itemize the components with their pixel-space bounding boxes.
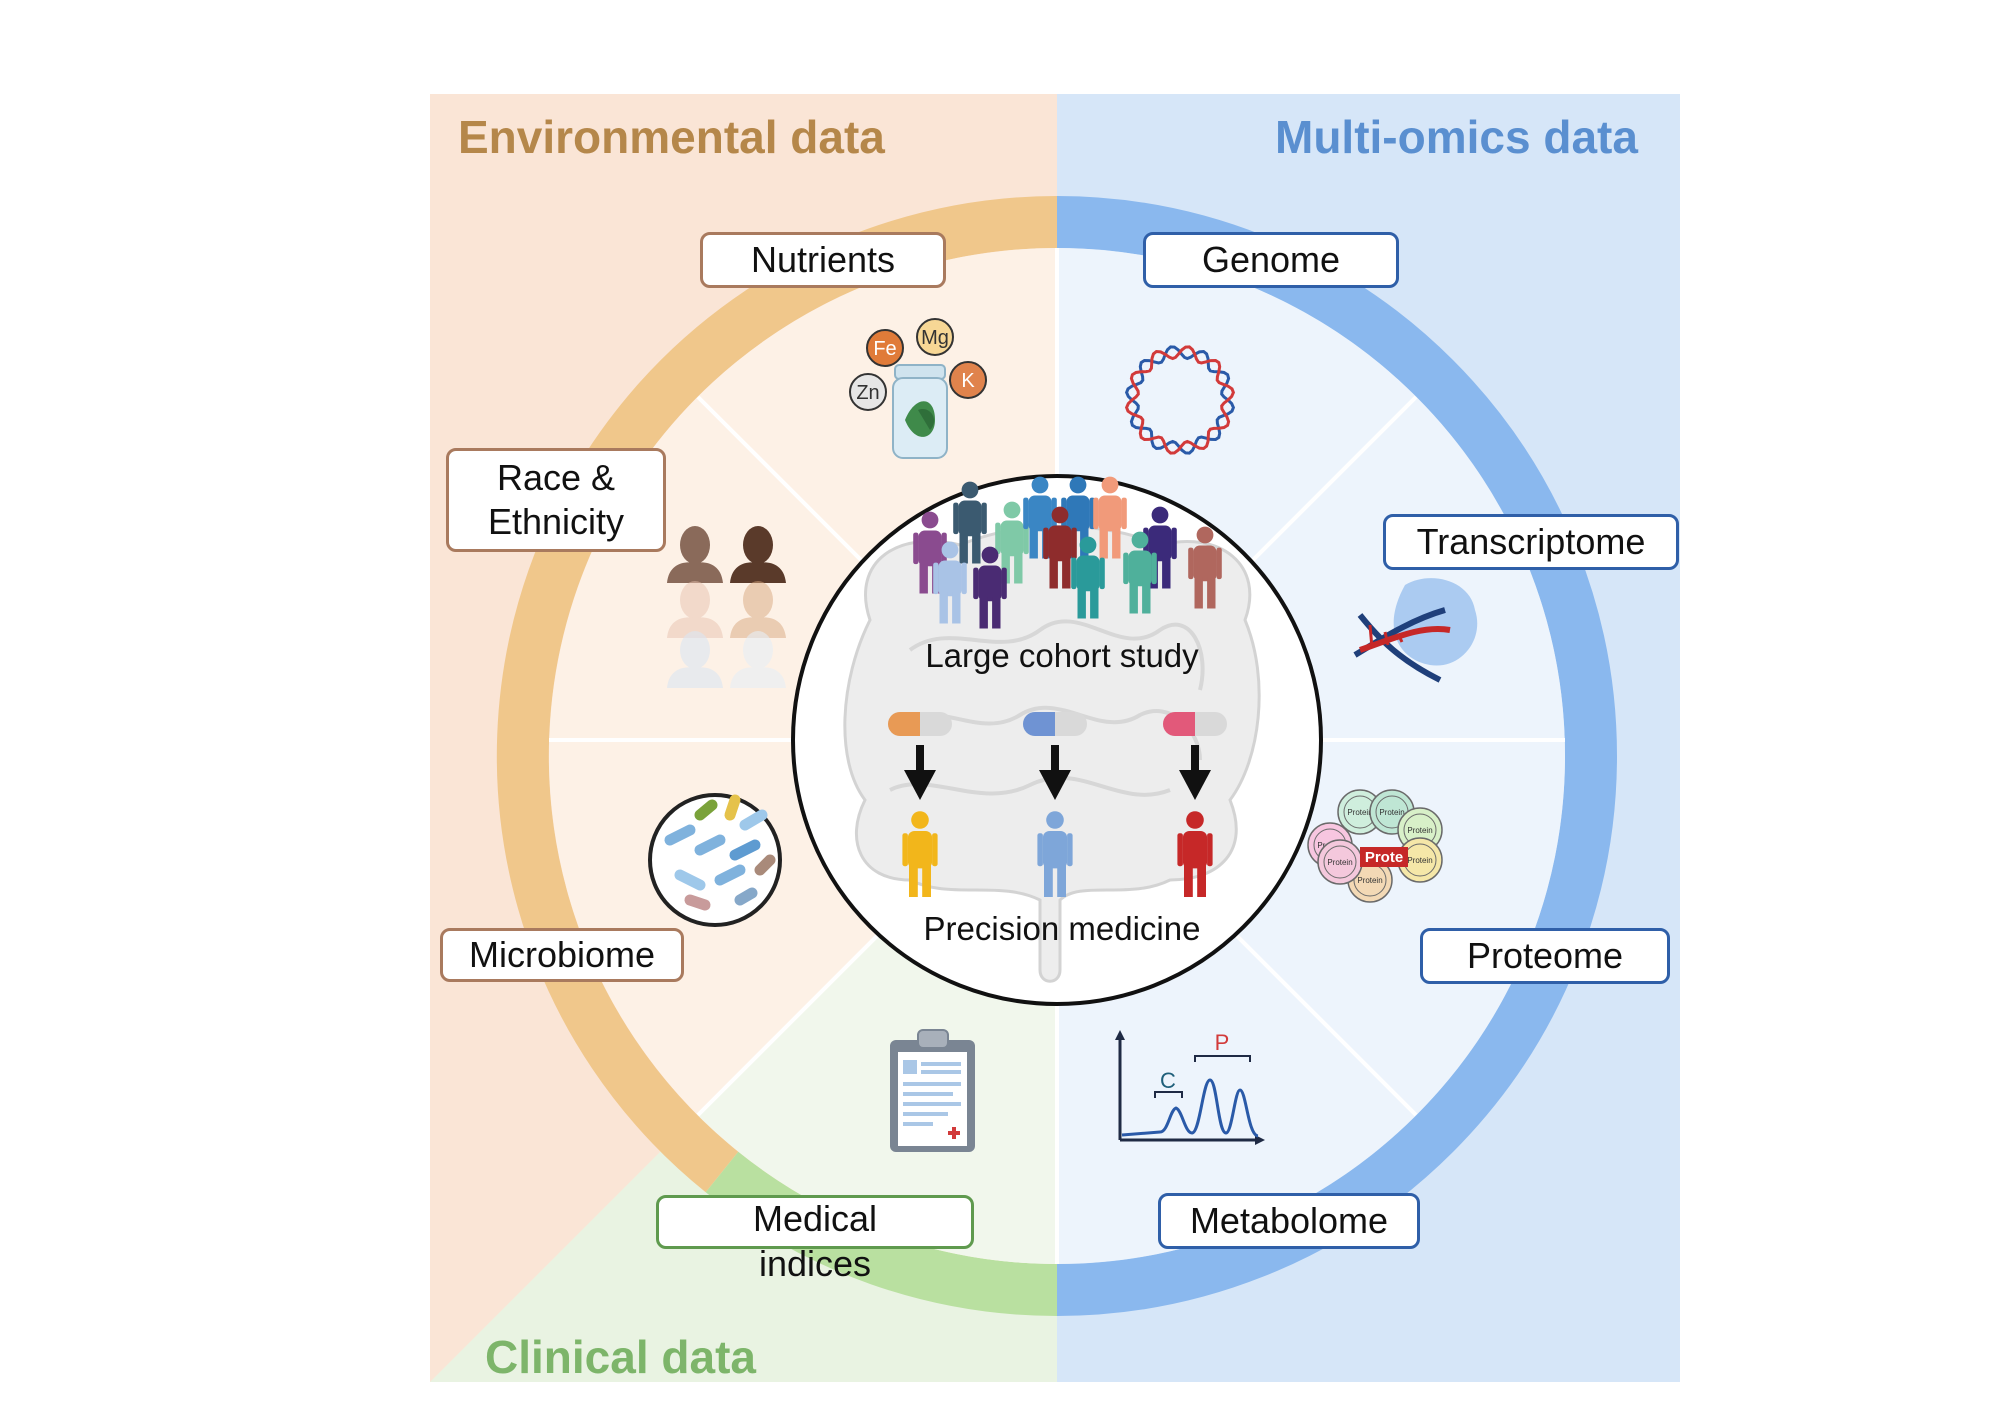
patient-yellow-icon	[902, 811, 938, 897]
dna-strand	[1124, 345, 1236, 455]
arrow-down-icon	[1039, 745, 1071, 800]
proteome-label: Proteome	[1420, 928, 1670, 984]
protein-blob: Protein	[1337, 789, 1383, 835]
face-silhouette-icon	[730, 581, 786, 638]
cohort-study-text: Large cohort study	[925, 637, 1199, 674]
chromatogram-icon	[1115, 1030, 1265, 1145]
face-silhouette-icon	[730, 526, 786, 583]
crowd-person-icon	[973, 546, 1007, 629]
protein-text: Protein	[1357, 876, 1382, 885]
crowd-person-icon	[1093, 476, 1127, 559]
peak-label-c: C	[1160, 1068, 1176, 1093]
peak-label-p: P	[1215, 1030, 1230, 1055]
people-crowd-icon	[913, 476, 1222, 629]
crowd-person-icon	[1188, 526, 1222, 609]
arrow-down-icon	[1179, 745, 1211, 800]
mineral-label: Zn	[856, 382, 879, 404]
bacteria-petri-icon	[648, 793, 782, 927]
protein-text: Protein	[1407, 856, 1432, 865]
crowd-person-icon	[1123, 531, 1157, 614]
capsule-icon	[1023, 712, 1087, 736]
race-ethnicity-label: Race & Ethnicity	[446, 448, 666, 552]
environmental-data-title: Environmental data	[458, 111, 885, 163]
race-ethnicity-line2: Ethnicity	[487, 501, 625, 542]
face-silhouette-icon	[730, 631, 786, 688]
race-ethnicity-line1: Race &	[496, 457, 616, 498]
protein-banner: Prote	[1360, 847, 1408, 867]
protein-text: Protein	[1347, 808, 1372, 817]
face-silhouette-icon	[667, 526, 723, 583]
transcriptome-label: Transcriptome	[1383, 514, 1679, 570]
genome-label: Genome	[1143, 232, 1399, 288]
precision-medicine-graphic	[888, 712, 1227, 897]
nutrients-label: Nutrients	[700, 232, 946, 288]
protein-banner-text: Prote	[1365, 849, 1403, 866]
dna-ring-icon	[1124, 345, 1236, 455]
precision-medicine-text: Precision medicine	[923, 910, 1201, 947]
crowd-person-icon	[933, 541, 967, 624]
microbiome-label: Microbiome	[440, 928, 684, 982]
mineral-jar-icon	[892, 364, 948, 459]
crowd-person-icon	[953, 481, 987, 564]
medical-indices-text-line1: Medical	[752, 1198, 878, 1239]
metabolome-label: Metabolome	[1158, 1193, 1420, 1249]
rna-ribosome-icon	[1353, 578, 1478, 683]
multi-omics-data-title: Multi-omics data	[1275, 111, 1638, 163]
protein-blob: Protein	[1317, 839, 1363, 885]
face-silhouette-icon	[667, 631, 723, 688]
protein-blob: Protein	[1397, 837, 1443, 883]
protein-text: Protein	[1379, 808, 1404, 817]
crowd-person-icon	[995, 501, 1029, 584]
medical-indices-text-line2: indices	[758, 1243, 872, 1284]
arrow-down-icon	[904, 745, 936, 800]
patient-blue-icon	[1037, 811, 1073, 897]
capsule-icon	[888, 712, 952, 736]
mineral-label: Mg	[921, 327, 949, 349]
patient-red-icon	[1177, 811, 1213, 897]
mineral-bubble: Zn	[849, 373, 887, 411]
capsule-icon	[1163, 712, 1227, 736]
medical-indices-label	[656, 1195, 974, 1249]
protein-text: Protein	[1407, 826, 1432, 835]
mineral-label: K	[961, 370, 975, 392]
mineral-bubble: K	[949, 361, 987, 399]
mineral-label: Fe	[873, 338, 896, 360]
face-silhouettes-icon	[667, 526, 786, 688]
mineral-bubble: Mg	[916, 318, 954, 356]
protein-text: Protein	[1327, 858, 1352, 867]
clipboard-icon	[890, 1029, 975, 1152]
crowd-person-icon	[1023, 476, 1057, 559]
mineral-bubble: Fe	[866, 329, 904, 367]
face-silhouette-icon	[667, 581, 723, 638]
crowd-person-icon	[1071, 536, 1105, 619]
clinical-data-title: Clinical data	[485, 1331, 756, 1383]
crowd-person-icon	[1043, 506, 1077, 589]
